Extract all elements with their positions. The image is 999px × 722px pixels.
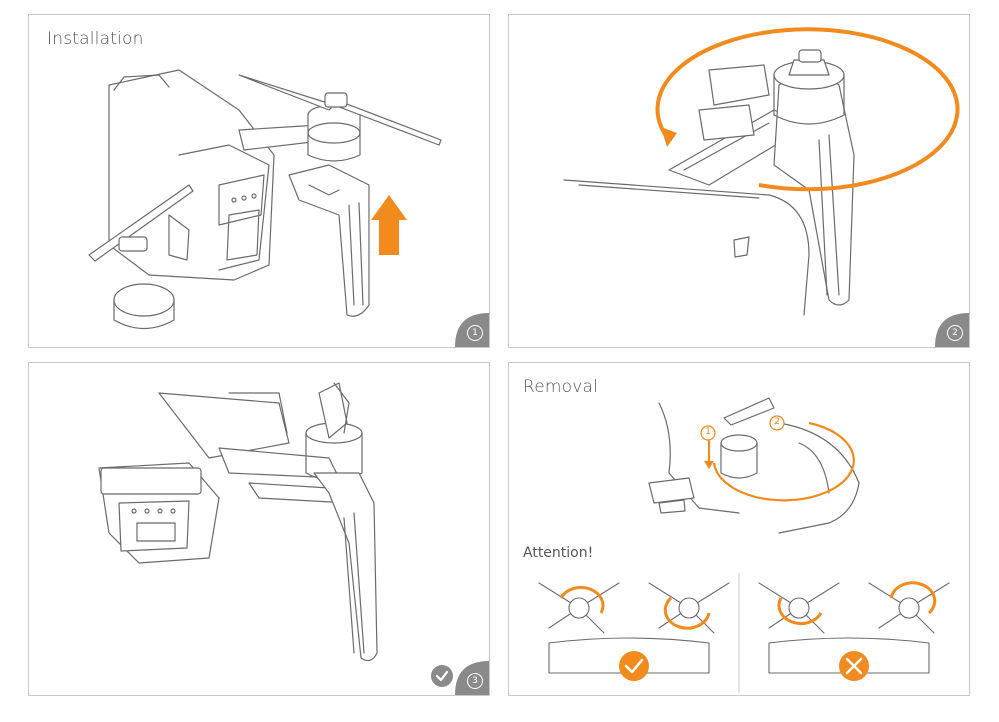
check-icon [619, 651, 649, 681]
attention-illustration [538, 573, 950, 693]
check-icon [431, 665, 453, 687]
rotate-arrow-icon [655, 27, 960, 192]
panel-title: Installation [47, 29, 144, 49]
panel-title: Removal [523, 377, 599, 397]
installation-panel: Installation [28, 14, 490, 348]
callout-2: 2 [774, 417, 780, 427]
up-arrow-icon [371, 195, 407, 255]
step-number: 1 [467, 325, 483, 341]
locked-panel: 3 [28, 362, 490, 696]
step-number: 3 [467, 673, 483, 689]
callout-1: 1 [705, 427, 711, 437]
rotate-panel: 2 [508, 14, 970, 348]
removal-panel: Removal 1 2 Attention! [508, 362, 970, 696]
drone-install-illustration [88, 69, 442, 329]
step-number: 2 [947, 325, 963, 341]
drone-locked-illustration [98, 382, 378, 662]
attention-label: Attention! [523, 545, 594, 561]
drone-rotate-illustration [563, 27, 960, 316]
removal-illustration [648, 397, 860, 534]
